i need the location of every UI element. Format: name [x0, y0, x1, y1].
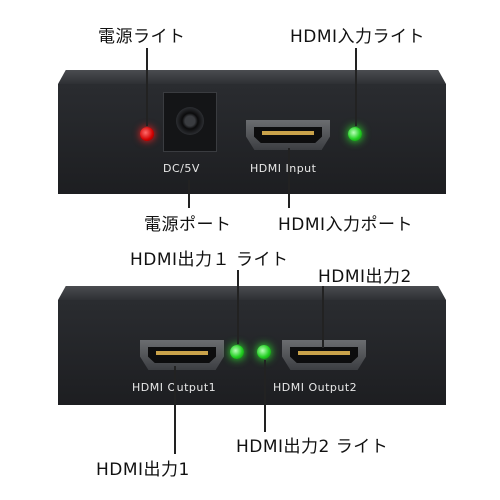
hdmi-output1-light-callout: HDMI出力１ ライト: [130, 250, 289, 270]
power-light-leader-line: [146, 48, 148, 126]
hdmi-output1-leader-line: [174, 366, 176, 454]
hdmi-output2-port: [282, 340, 366, 370]
hdmi-input-led: [348, 127, 362, 141]
power-light-callout: 電源ライト: [98, 27, 186, 47]
hdmi-output2-led: [257, 345, 271, 359]
dc-power-jack: [163, 92, 217, 152]
hdmi-input-port-callout: HDMI入力ポート: [278, 215, 414, 235]
hdmi-input-port-label: HDMI Input: [250, 162, 317, 175]
hdmi-output2-callout: HDMI出力2: [318, 267, 412, 287]
power-port-callout: 電源ポート: [144, 215, 232, 235]
hdmi-output1-callout: HDMI出力1: [96, 460, 190, 480]
power-port-leader-line: [188, 180, 190, 208]
hdmi-output1-port: [140, 340, 224, 370]
hdmi-output2-port-label: HDMI Output2: [273, 381, 358, 394]
hdmi-output2-leader-line: [322, 286, 324, 348]
hdmi-output2-light-callout: HDMI出力2 ライト: [236, 437, 389, 457]
dc-port-label: DC/5V: [163, 162, 200, 175]
power-led: [140, 127, 154, 141]
dc-jack-ring: [176, 107, 204, 135]
hdmi-input-light-leader-line: [355, 48, 357, 126]
hdmi-output1-led: [230, 345, 244, 359]
hdmi-input-light-callout: HDMI入力ライト: [290, 27, 426, 47]
hdmi-output1-light-leader-line: [237, 270, 239, 344]
hdmi-input-port: [246, 120, 330, 150]
hdmi-input-port-leader-line: [288, 148, 290, 208]
hdmi-output1-port-label: HDMI Output1: [132, 381, 217, 394]
hdmi-output2-light-leader-line: [264, 360, 266, 432]
splitter-output-panel: [58, 300, 446, 405]
